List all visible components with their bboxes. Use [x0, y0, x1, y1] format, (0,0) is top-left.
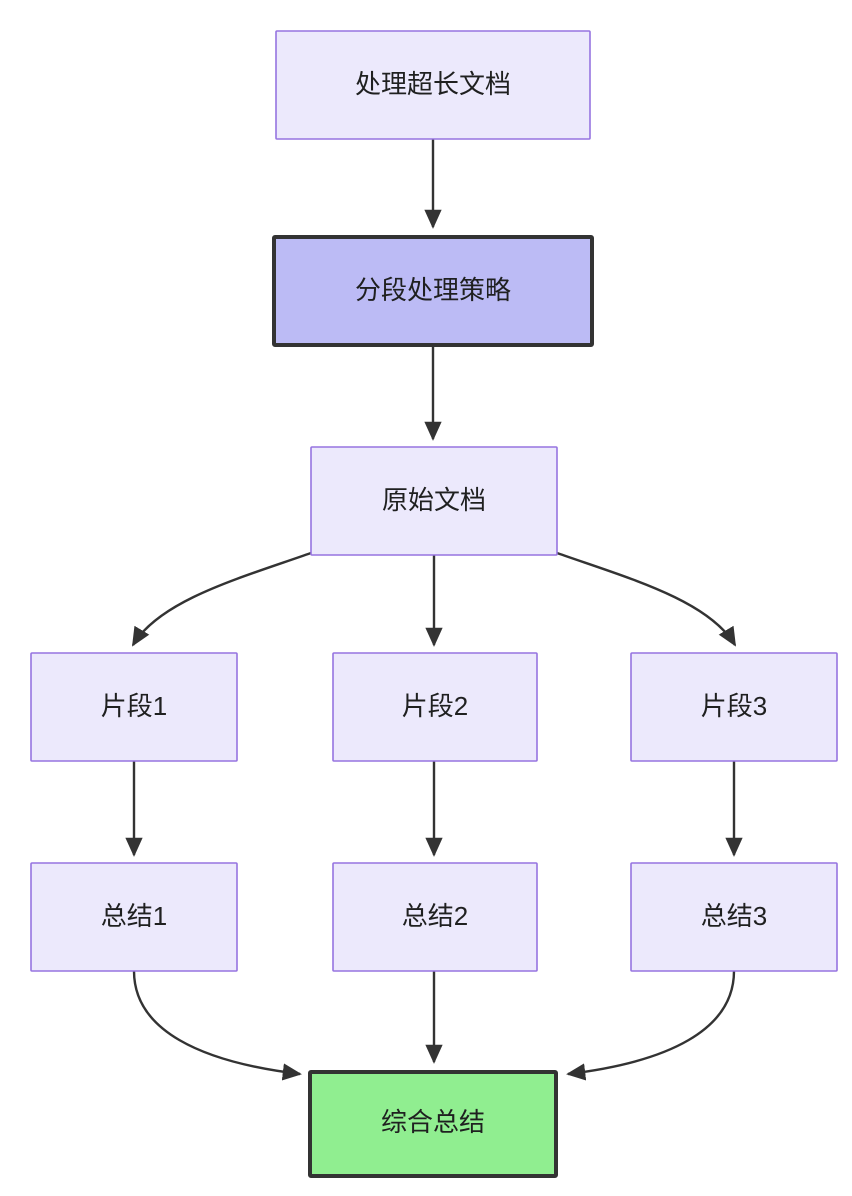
- node-source-document-box[interactable]: [310, 446, 558, 556]
- node-summary-3-label: 总结3: [701, 901, 767, 931]
- node-chunking-strategy[interactable]: 分段处理策略: [272, 235, 594, 347]
- node-summary-3[interactable]: 总结3: [630, 862, 838, 972]
- node-process-long-document-label: 处理超长文档: [355, 69, 511, 99]
- edge-source-to-chunk1: [131, 551, 312, 647]
- node-chunk-2-box[interactable]: [332, 652, 538, 762]
- node-chunk-1-box[interactable]: [30, 652, 238, 762]
- node-process-long-document[interactable]: 处理超长文档: [275, 30, 591, 140]
- node-summary-2-box[interactable]: [332, 862, 538, 972]
- edge-summary3-to-final: [566, 970, 736, 1081]
- node-chunk-2[interactable]: 片段2: [332, 652, 538, 762]
- edge-layer: [125, 139, 743, 1081]
- edge-summary1-to-final: [132, 970, 302, 1081]
- node-chunking-strategy-label: 分段处理策略: [355, 275, 511, 305]
- node-final-summary[interactable]: 综合总结: [308, 1070, 558, 1178]
- node-source-document[interactable]: 原始文档: [310, 446, 558, 556]
- node-summary-1[interactable]: 总结1: [30, 862, 238, 972]
- node-chunk-3-label: 片段3: [701, 691, 767, 721]
- node-final-summary-label: 综合总结: [381, 1107, 485, 1137]
- node-chunk-1[interactable]: 片段1: [30, 652, 238, 762]
- edge-source-to-chunk3: [556, 551, 737, 647]
- node-summary-2[interactable]: 总结2: [332, 862, 538, 972]
- node-source-document-label: 原始文档: [382, 485, 486, 515]
- node-chunk-3[interactable]: 片段3: [630, 652, 838, 762]
- node-chunk-1-label: 片段1: [101, 691, 167, 721]
- node-layer: 处理超长文档 分段处理策略 原始文档 片段1 片段2 片段3 总结1: [30, 30, 838, 1178]
- node-summary-1-label: 总结1: [101, 901, 167, 931]
- node-summary-1-box[interactable]: [30, 862, 238, 972]
- node-summary-2-label: 总结2: [402, 901, 468, 931]
- node-chunk-2-label: 片段2: [402, 691, 468, 721]
- node-chunk-3-box[interactable]: [630, 652, 838, 762]
- node-summary-3-box[interactable]: [630, 862, 838, 972]
- node-process-long-document-box[interactable]: [275, 30, 591, 140]
- node-chunking-strategy-box[interactable]: [272, 235, 594, 347]
- node-final-summary-box[interactable]: [308, 1070, 558, 1178]
